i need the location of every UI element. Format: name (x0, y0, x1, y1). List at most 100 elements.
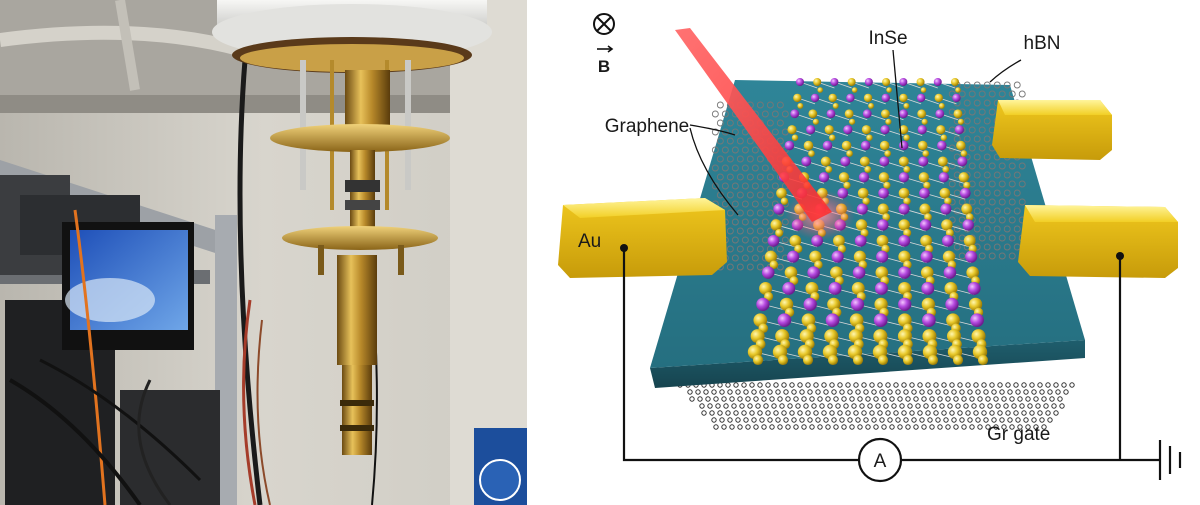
indium-atom (898, 266, 911, 279)
graphene-atom (998, 90, 1006, 98)
indium-atom (873, 313, 888, 328)
indium-atom (935, 109, 945, 119)
gr-gate-atom (1027, 403, 1033, 409)
graphene-atom (746, 155, 754, 163)
graphene-atom (751, 254, 759, 262)
gr-gate-atom (1029, 410, 1035, 416)
graphene-atom (731, 128, 739, 136)
selenium-atom (927, 354, 939, 366)
selenium-atom (977, 354, 989, 366)
gr-gate-atom (967, 389, 973, 395)
graphene-atom (781, 110, 789, 118)
indium-atom (942, 234, 954, 247)
device-schematic: A B InSe hBN Graphene Au Gr gate (535, 0, 1200, 505)
gr-gate-atom (1041, 424, 1047, 430)
gr-gate-atom (837, 382, 843, 388)
gr-gate-atom (797, 382, 803, 388)
gr-gate-atom (941, 382, 947, 388)
gr-gate-atom (869, 382, 875, 388)
graphene-atom (973, 189, 981, 197)
graphene-atom (776, 245, 784, 253)
selenium-atom (833, 234, 845, 247)
gr-gate-atom (919, 389, 925, 395)
indium-atom (782, 282, 796, 295)
gr-gate-atom (807, 417, 813, 423)
gr-gate-atom (773, 382, 779, 388)
indium-atom (790, 109, 800, 119)
gr-gate-atom (863, 417, 869, 423)
selenium-atom (968, 297, 983, 311)
hbn-label: hBN (1024, 33, 1061, 54)
indium-atom (864, 78, 873, 86)
graphene-atom (721, 182, 729, 190)
gr-gate-atom (711, 389, 717, 395)
selenium-atom (759, 282, 773, 295)
graphene-atom (756, 245, 764, 253)
selenium-atom (793, 93, 802, 103)
graphene-atom (726, 245, 734, 253)
selenium-atom (966, 266, 979, 279)
au-label: Au (578, 231, 601, 252)
selenium-atom (787, 125, 797, 135)
gr-gate-atom (833, 424, 839, 430)
gr-gate-atom (881, 396, 887, 402)
gr-gate-atom (743, 389, 749, 395)
leader-lines (689, 49, 1022, 216)
gr-gate-atom (927, 389, 933, 395)
gr-gate-atom (945, 424, 951, 430)
gr-gate-atom (749, 382, 755, 388)
gr-gate-atom (769, 396, 775, 402)
graphene-atom (746, 137, 754, 145)
graphene-atom (761, 218, 769, 226)
graphene-atom (978, 108, 986, 116)
gr-gate-atom (845, 410, 851, 416)
gr-gate-atom (959, 417, 965, 423)
gr-gate-atom (873, 396, 879, 402)
graphene-atom (983, 243, 991, 251)
indium-atom (967, 282, 981, 295)
gr-gate-atom (983, 389, 989, 395)
gr-gate-atom (1053, 410, 1059, 416)
gr-gate-atom (1015, 417, 1021, 423)
gr-gate-label: Gr gate (987, 424, 1050, 445)
gr-gate-atom (1009, 424, 1015, 430)
gr-gate-atom (827, 403, 833, 409)
indium-atom (843, 125, 853, 135)
indium-atom (876, 250, 889, 263)
gr-gate-atom (1051, 403, 1057, 409)
gr-gate-atom (1059, 403, 1065, 409)
indium-atom (860, 140, 871, 151)
selenium-atom (866, 134, 873, 141)
gr-gate-atom (767, 389, 773, 395)
gr-gate-atom (759, 389, 765, 395)
gr-gate-atom (727, 417, 733, 423)
selenium-atom (898, 156, 909, 167)
gr-gate-atom (817, 424, 823, 430)
gr-gate-atom (1069, 382, 1075, 388)
graphene-atom (736, 263, 744, 271)
gr-gate-atom (953, 424, 959, 430)
graphene-atom (953, 207, 961, 215)
selenium-atom (923, 181, 931, 189)
graphene-atom (726, 263, 734, 271)
gr-gate-atom (1055, 389, 1061, 395)
graphene-atom (766, 101, 774, 109)
gr-gate-atom (935, 389, 941, 395)
gr-gate-atom (769, 424, 775, 430)
indium-atom (898, 140, 909, 151)
gr-gate-atom (1011, 403, 1017, 409)
indium-atom (945, 297, 959, 311)
gr-gate-atom (979, 403, 985, 409)
gr-gate-atom (793, 424, 799, 430)
graphene-atom (716, 173, 724, 181)
gr-gate-atom (897, 396, 903, 402)
selenium-atom (832, 102, 839, 109)
selenium-atom (809, 250, 822, 263)
graphene-atom (731, 254, 739, 262)
indium-atom (940, 203, 952, 215)
graphene-atom (736, 227, 744, 235)
graphene-atom (736, 173, 744, 181)
selenium-atom (885, 118, 892, 125)
graphene-atom (993, 225, 1001, 233)
gr-gate-atom (831, 389, 837, 395)
